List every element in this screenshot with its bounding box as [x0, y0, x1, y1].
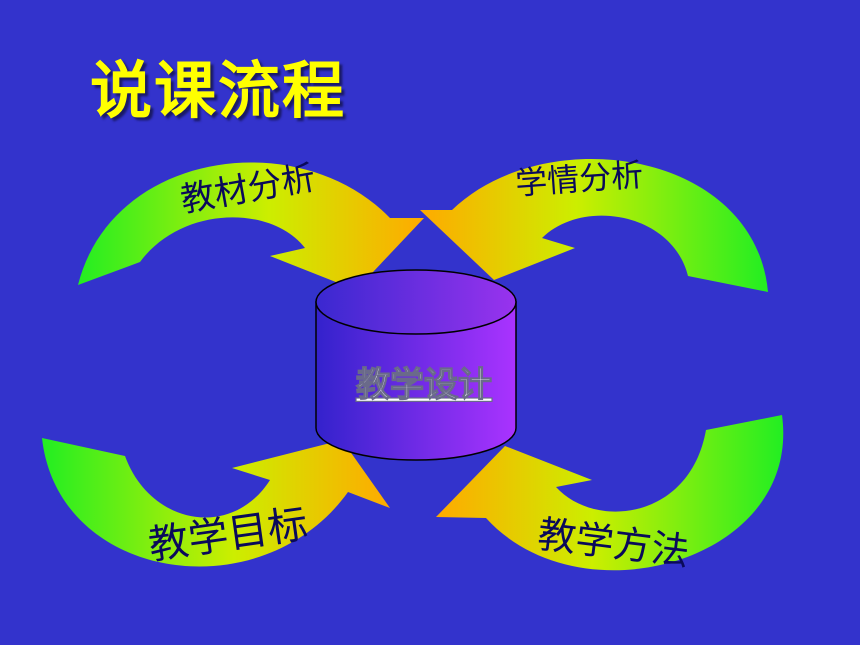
arrow-student-analysis: 学情分析	[420, 156, 768, 292]
center-label: 教学设计	[356, 365, 492, 405]
arrow-textbook-analysis: 教材分析	[78, 158, 424, 290]
arrow-teaching-objectives: 教学目标	[42, 438, 390, 569]
center-cylinder: 教学设计	[315, 269, 517, 461]
step-label-student-analysis: 学情分析	[514, 156, 644, 203]
page-title: 说课流程	[90, 54, 347, 127]
